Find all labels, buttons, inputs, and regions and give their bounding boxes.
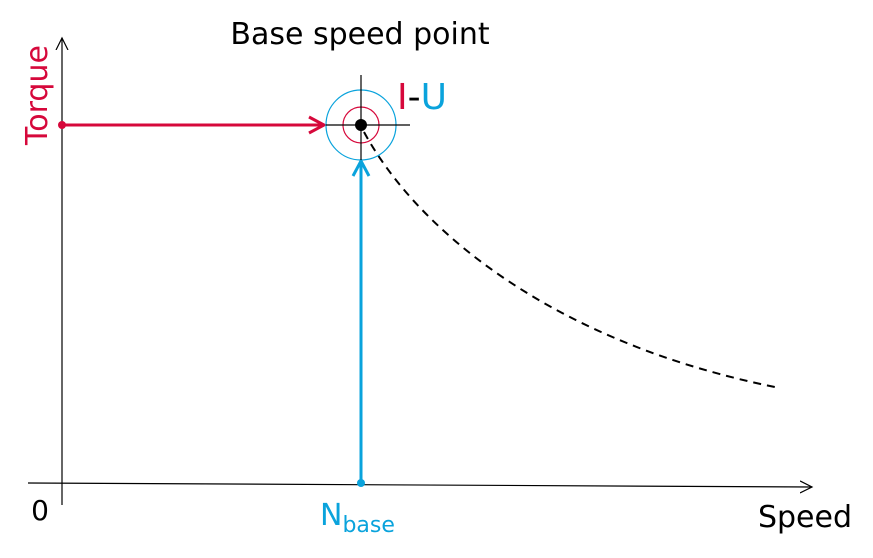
diagram-title: Base speed point — [230, 17, 490, 52]
origin-label: 0 — [31, 494, 49, 527]
x-axis-label: Speed — [758, 500, 852, 535]
constant-power-curve — [363, 131, 781, 389]
base-speed-label: Nbase — [320, 498, 395, 538]
base-speed-dot — [357, 479, 365, 487]
torque-dot — [58, 121, 66, 129]
y-axis-label: Torque — [20, 45, 55, 146]
x-axis — [27, 483, 812, 487]
base-speed-point — [355, 119, 367, 131]
current-voltage-label: I-U — [397, 77, 447, 118]
